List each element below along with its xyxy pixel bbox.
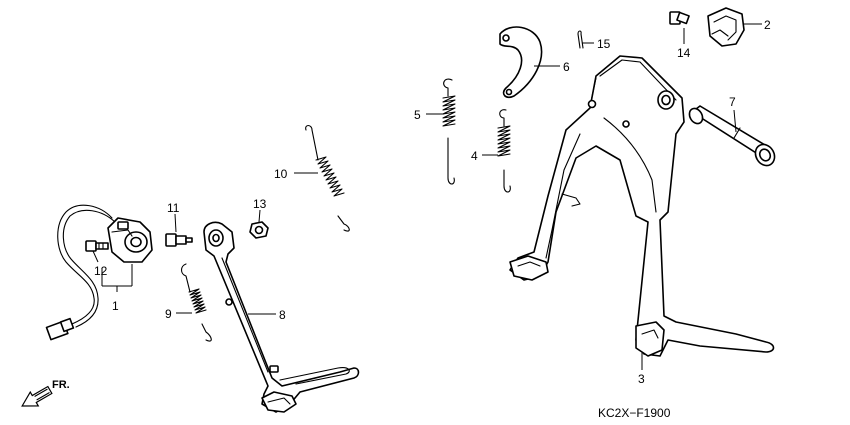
side-stand-switch[interactable] [45, 204, 153, 341]
leader-lines [92, 23, 762, 370]
spring-5[interactable] [442, 78, 456, 185]
spring-9[interactable] [180, 263, 212, 342]
bolt-11[interactable] [165, 233, 193, 247]
main-stand[interactable] [509, 55, 775, 357]
callout-8: 8 [279, 308, 286, 322]
callout-9: 9 [165, 307, 172, 321]
spring-10[interactable] [305, 124, 350, 232]
pivot-shaft-7[interactable] [687, 105, 778, 169]
callout-3: 3 [638, 372, 645, 386]
callout-7: 7 [729, 95, 736, 109]
diagram-code: KC2X−F1900 [598, 406, 671, 420]
callout-12: 12 [94, 264, 108, 278]
cotter-pin-15[interactable] [577, 30, 584, 49]
callout-1: 1 [112, 299, 119, 313]
callout-15: 15 [597, 37, 611, 51]
front-direction-label: FR. [52, 379, 70, 391]
side-stand[interactable] [203, 221, 360, 413]
callout-5: 5 [414, 108, 421, 122]
clip-2[interactable] [707, 7, 745, 47]
nut-13[interactable] [249, 221, 269, 239]
bolt-12[interactable] [85, 240, 109, 252]
callout-6: 6 [563, 60, 570, 74]
callout-13: 13 [253, 197, 267, 211]
callout-2: 2 [764, 18, 771, 32]
arrow-icon [21, 385, 53, 407]
stopper-plate-6[interactable] [499, 26, 543, 99]
front-direction-arrow: FR. [21, 379, 70, 407]
callouts: 1 2 3 4 5 6 7 8 9 10 11 12 13 14 15 [94, 18, 771, 386]
callout-14: 14 [677, 46, 691, 60]
bolt-14[interactable] [669, 11, 690, 25]
spring-4[interactable] [497, 109, 511, 193]
callout-10: 10 [274, 167, 288, 181]
callout-4: 4 [471, 149, 478, 163]
callout-11: 11 [167, 201, 180, 215]
